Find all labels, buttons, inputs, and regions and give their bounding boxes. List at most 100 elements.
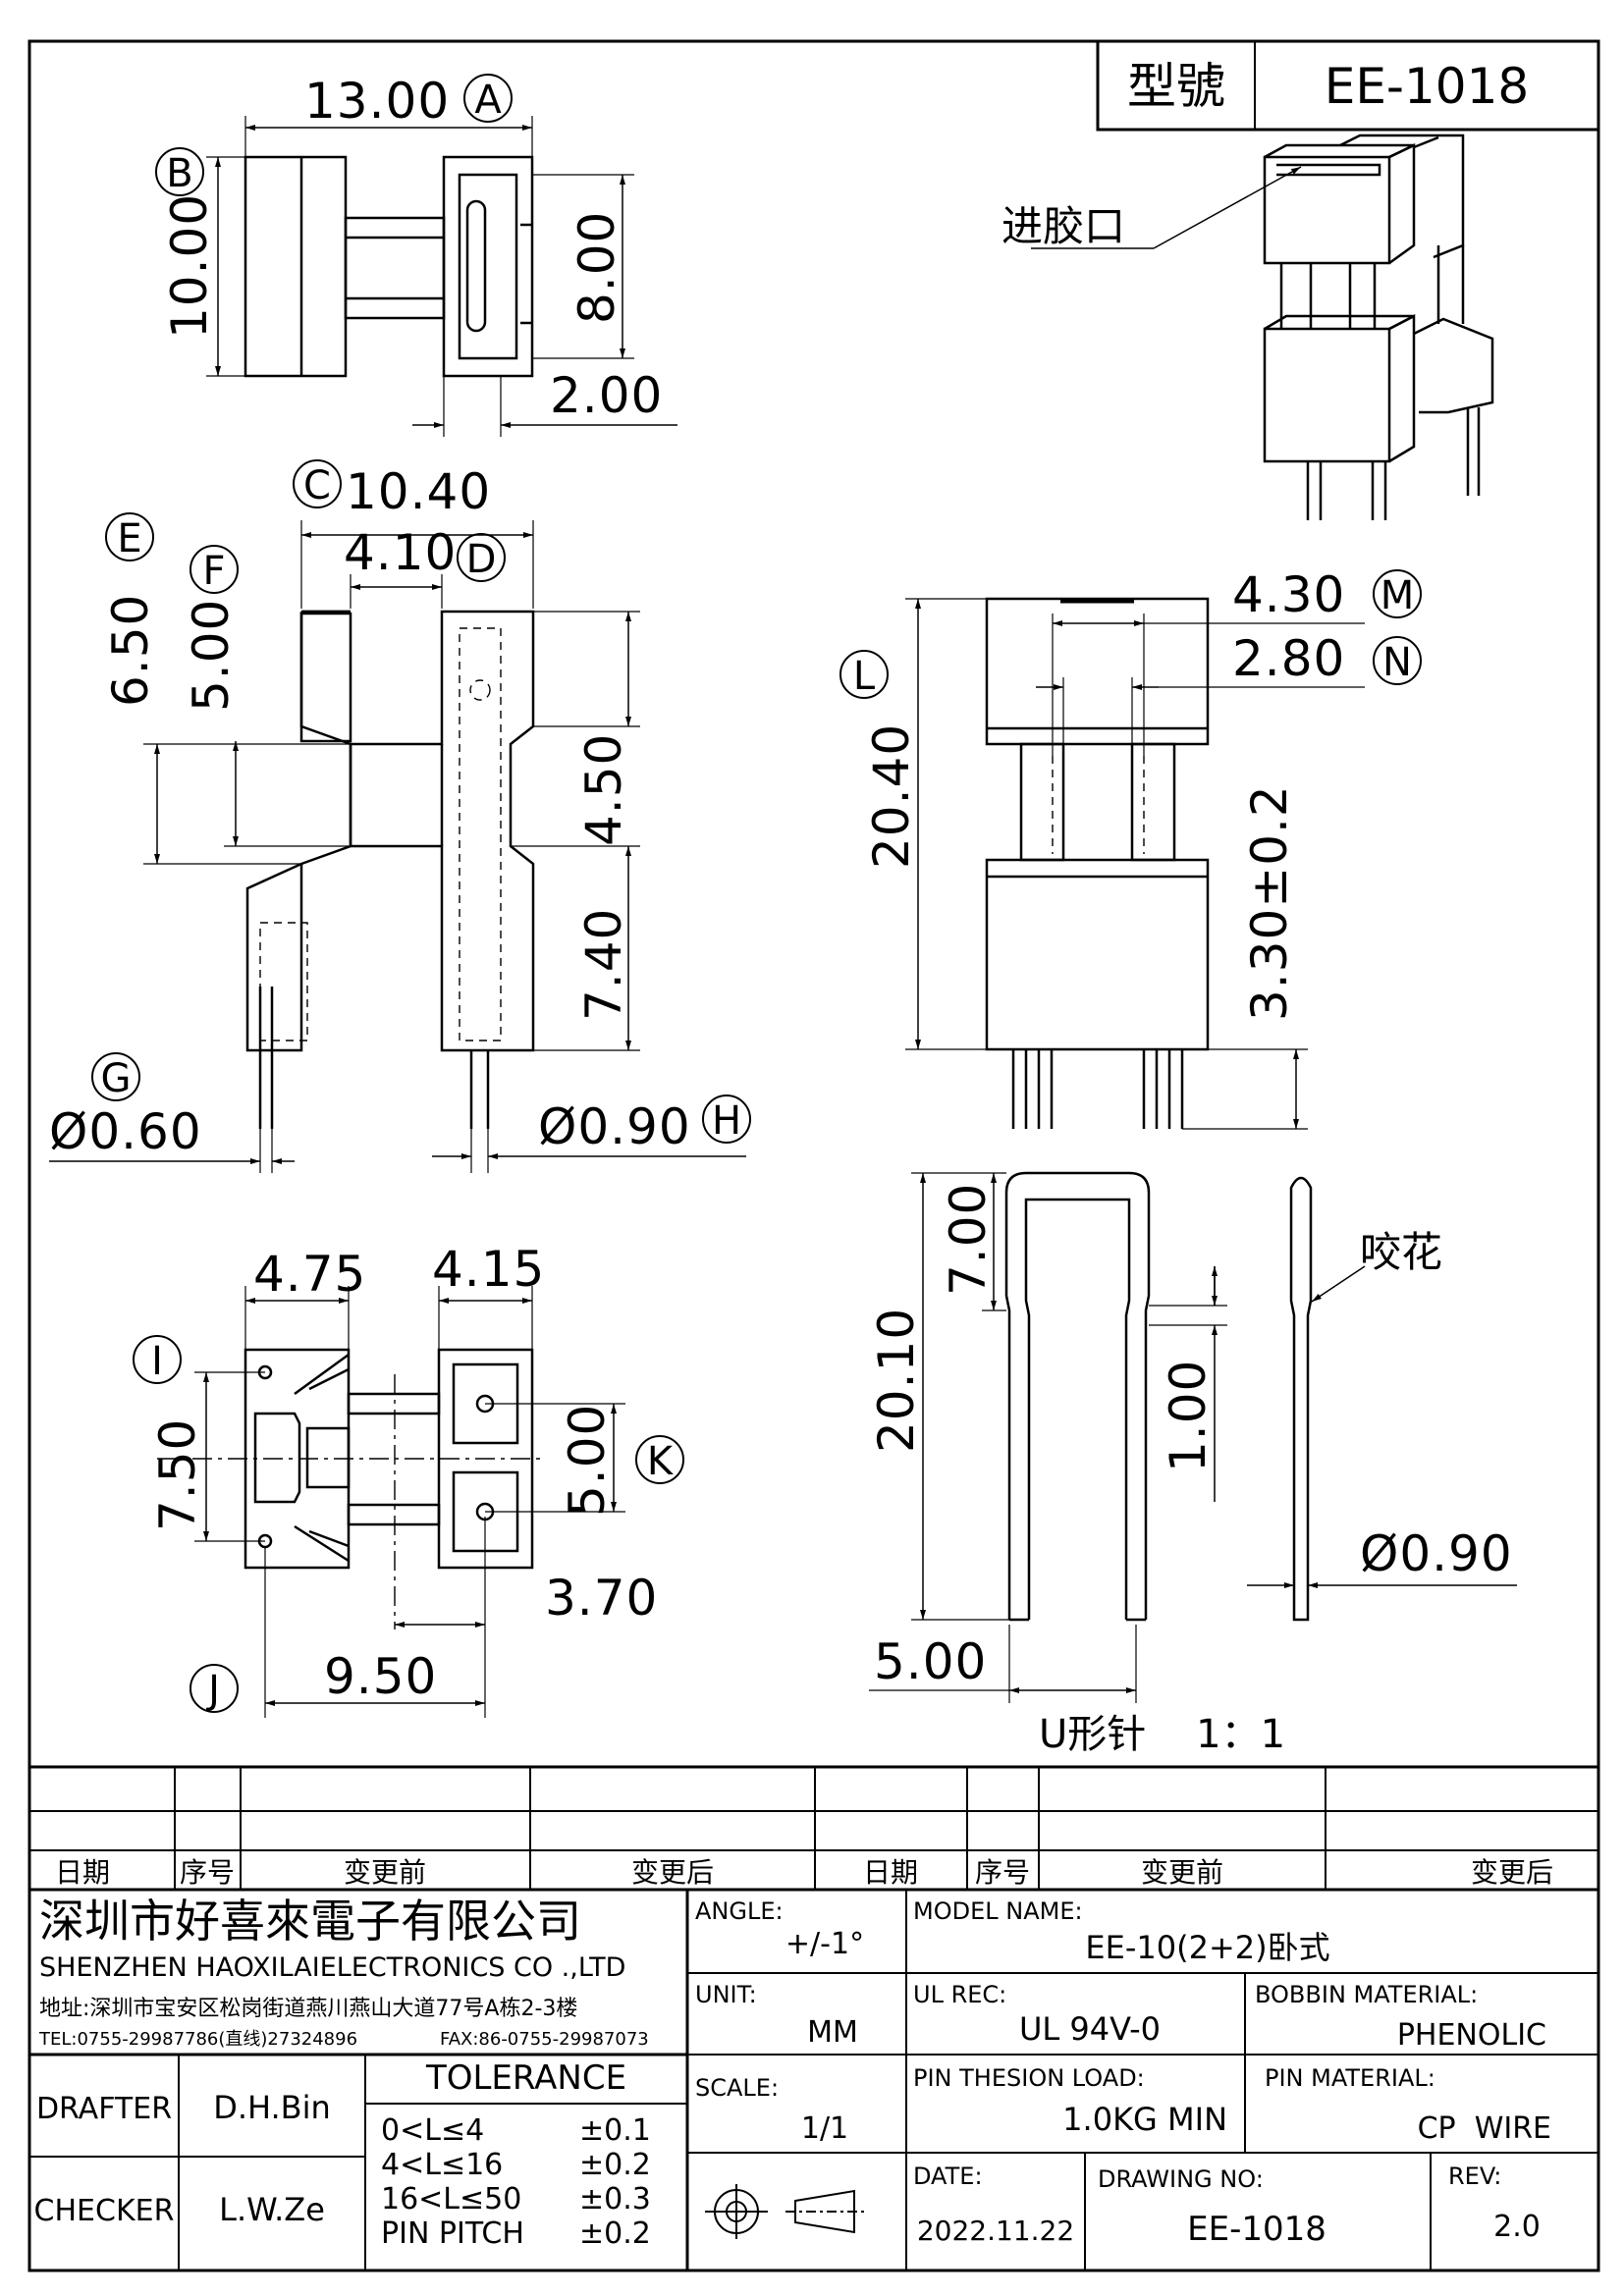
tolerance-block: TOLERANCE 0<L≤4 ±0.1 4<L≤16 ±0.2 16<L≤50… [381, 2058, 651, 2251]
model-header-box: 型號 EE-1018 [1096, 39, 1600, 132]
company-name-en: SHENZHEN HAOXILAIELECTRONICS CO .,LTD [39, 1952, 625, 1983]
letter-j: J [205, 1668, 220, 1713]
unit-label: UNIT: [695, 1981, 757, 2008]
dim-i: 7.50 [149, 1418, 206, 1531]
dim-pin-len: 3.30±0.2 [1241, 784, 1298, 1021]
dim-side-45: 4.50 [575, 733, 632, 846]
tol-range-2: 4<L≤16 [381, 2148, 503, 2182]
side-view-labels: C 10.40 4.10 D E 6.50 F 5.00 4.50 7.40 G… [49, 459, 751, 1160]
rev-value: 2.0 [1493, 2210, 1541, 2244]
rev-header-after-2: 变更后 [1471, 1856, 1553, 1889]
letter-m: M [1380, 573, 1415, 618]
drawing-no-value: EE-1018 [1187, 2210, 1326, 2249]
angle-label: ANGLE: [695, 1897, 784, 1925]
bottom-view [157, 1286, 625, 1718]
dim-f: 5.00 [183, 599, 240, 712]
dim-u-700: 7.00 [940, 1183, 997, 1296]
dim-k: 5.00 [559, 1404, 616, 1517]
letter-f: F [202, 549, 225, 594]
load-label: PIN THESION LOAD: [913, 2064, 1145, 2092]
rev-header-seq-2: 序号 [975, 1856, 1030, 1889]
company-address: 地址:深圳市宝安区松岗街道燕川燕山大道77号A栋2-3楼 [39, 1997, 577, 2021]
letter-k: K [647, 1439, 675, 1484]
dim-a: 13.00 [304, 73, 450, 130]
company-info: 深圳市好喜來電子有限公司 SHENZHEN HAOXILAIELECTRONIC… [38, 1895, 649, 2050]
bobbin-label: BOBBIN MATERIAL: [1255, 1981, 1478, 2008]
dim-n: 2.80 [1232, 630, 1345, 687]
drawing-no-label: DRAWING NO: [1098, 2165, 1264, 2193]
dim-l: 20.40 [863, 723, 920, 869]
dim-m: 4.30 [1232, 566, 1345, 623]
rev-header-after-1: 变更后 [631, 1856, 714, 1889]
letter-c: C [303, 463, 331, 508]
dim-bot-415: 4.15 [432, 1241, 545, 1298]
rev-header-date-2: 日期 [863, 1856, 918, 1889]
tol-value-2: ±0.2 [579, 2148, 651, 2182]
rev-header-date-1: 日期 [55, 1856, 110, 1889]
company-tel: TEL:0755-29987786(直线)27324896 [38, 2029, 357, 2050]
model-label: 型號 [1127, 58, 1225, 115]
side-view [49, 520, 746, 1173]
model-name-label: MODEL NAME: [913, 1897, 1083, 1925]
tol-value-1: ±0.1 [579, 2113, 651, 2148]
dim-j: 9.50 [324, 1648, 437, 1705]
knurl-callout: 咬花 [1360, 1228, 1442, 1276]
letter-a: A [474, 78, 502, 123]
letter-g: G [101, 1056, 132, 1101]
company-fax: FAX:86-0755-29987073 [440, 2029, 649, 2050]
tol-value-4: ±0.2 [579, 2216, 651, 2251]
letter-l: L [853, 654, 876, 699]
scale-value: 1/1 [801, 2111, 848, 2146]
model-value: EE-1018 [1325, 58, 1529, 115]
top-view [206, 116, 677, 437]
tol-range-3: 16<L≤50 [381, 2182, 521, 2216]
model-name-value: EE-10(2+2)卧式 [1085, 1929, 1329, 1966]
dim-bot-370: 3.70 [545, 1570, 658, 1627]
iso-view [1031, 133, 1494, 520]
dim-inner-h: 8.00 [568, 211, 625, 324]
front-view-labels: L 20.40 4.30 M 2.80 N 3.30±0.2 [839, 566, 1422, 1021]
unit-value: MM [807, 2015, 858, 2050]
angle-value: +/-1° [785, 1927, 864, 1961]
bottom-view-labels: 4.75 4.15 I 7.50 5.00 K 3.70 J 9.50 [133, 1241, 684, 1713]
date-value: 2022.11.22 [917, 2215, 1074, 2247]
dim-u-dia: Ø0.90 [1360, 1525, 1513, 1582]
dim-u-100: 1.00 [1160, 1360, 1217, 1472]
pin-material-value: CP WIRE [1418, 2111, 1551, 2146]
spec-cells: ANGLE: +/-1° UNIT: MM SCALE: 1/1 MODEL N… [695, 1897, 1551, 2249]
dim-side-74: 7.40 [575, 908, 632, 1021]
dim-h: Ø0.90 [538, 1098, 691, 1155]
dim-g: Ø0.60 [49, 1103, 202, 1160]
company-name-cn: 深圳市好喜來電子有限公司 [39, 1895, 581, 1948]
personnel: DRAFTER D.H.Bin CHECKER L.W.Ze [34, 2089, 331, 2228]
dim-u-500: 5.00 [874, 1633, 987, 1690]
drafter-label: DRAFTER [36, 2092, 172, 2126]
front-view [905, 597, 1365, 1130]
dim-bot-475: 4.75 [253, 1246, 366, 1303]
projection-symbol-icon [705, 2184, 864, 2239]
pin-material-label: PIN MATERIAL: [1265, 2064, 1435, 2092]
letter-i: I [151, 1339, 163, 1384]
dim-u-2010: 20.10 [868, 1308, 925, 1453]
revision-table [29, 1765, 1598, 1892]
date-label: DATE: [913, 2163, 983, 2190]
letter-h: H [712, 1098, 741, 1144]
dim-b: 10.00 [161, 193, 218, 339]
gate-callout: 进胶口 [1001, 202, 1125, 250]
tolerance-title: TOLERANCE [425, 2058, 626, 2098]
rev-label: REV: [1448, 2163, 1501, 2190]
sheet-border [27, 39, 1600, 2272]
bobbin-value: PHENOLIC [1397, 2018, 1546, 2053]
letter-d: D [466, 537, 497, 582]
dim-c: 10.40 [346, 463, 491, 520]
tol-range-4: PIN PITCH [381, 2216, 524, 2251]
u-pin-view [869, 1171, 1517, 1703]
top-view-labels: 13.00 A B 10.00 8.00 2.00 [155, 73, 662, 424]
letter-b: B [166, 151, 192, 196]
ul-value: UL 94V-0 [1019, 2010, 1161, 2048]
load-value: 1.0KG MIN [1062, 2101, 1227, 2138]
tol-value-3: ±0.3 [579, 2182, 651, 2216]
dim-e: 6.50 [102, 594, 159, 707]
u-pin-labels: 7.00 20.10 1.00 Ø0.90 5.00 咬花 U形针 1：1 [868, 1183, 1513, 1757]
